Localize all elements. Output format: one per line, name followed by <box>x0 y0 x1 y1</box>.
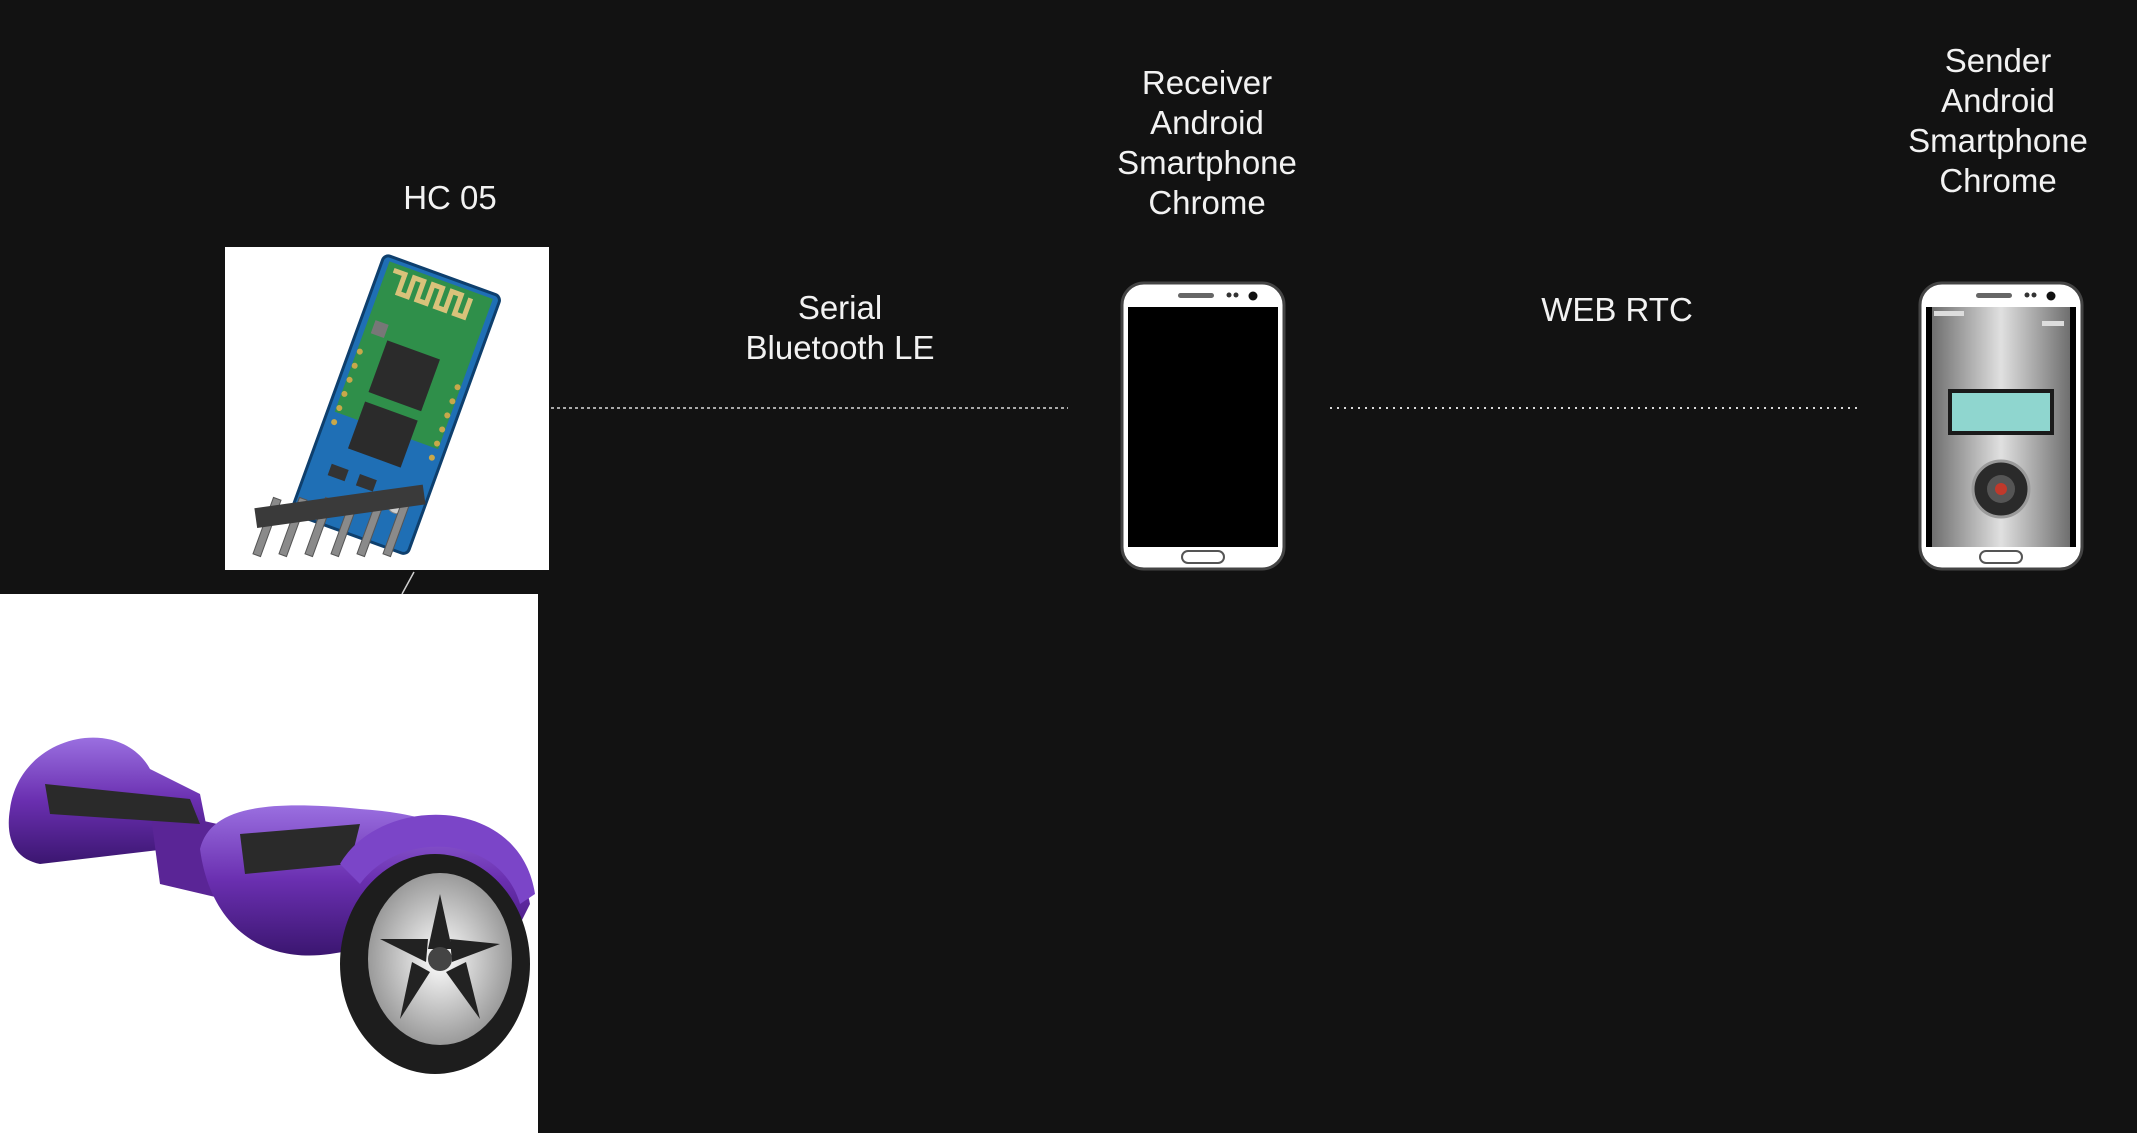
receiver-phone-image <box>1120 281 1286 571</box>
webrtc-link-label: WEB RTC <box>1541 291 1693 328</box>
module-to-hoverboard-line <box>401 571 415 595</box>
sender-phone-image <box>1918 281 2084 571</box>
hc05-module-image <box>225 247 549 570</box>
sender-label: Sender Android Smartphone Chrome <box>1908 42 2088 199</box>
hc05-label: HC 05 <box>403 179 497 216</box>
receiver-label: Receiver Android Smartphone Chrome <box>1117 64 1297 221</box>
hoverboard-image <box>0 594 538 1133</box>
bluetooth-link-label: Serial Bluetooth LE <box>745 289 935 366</box>
